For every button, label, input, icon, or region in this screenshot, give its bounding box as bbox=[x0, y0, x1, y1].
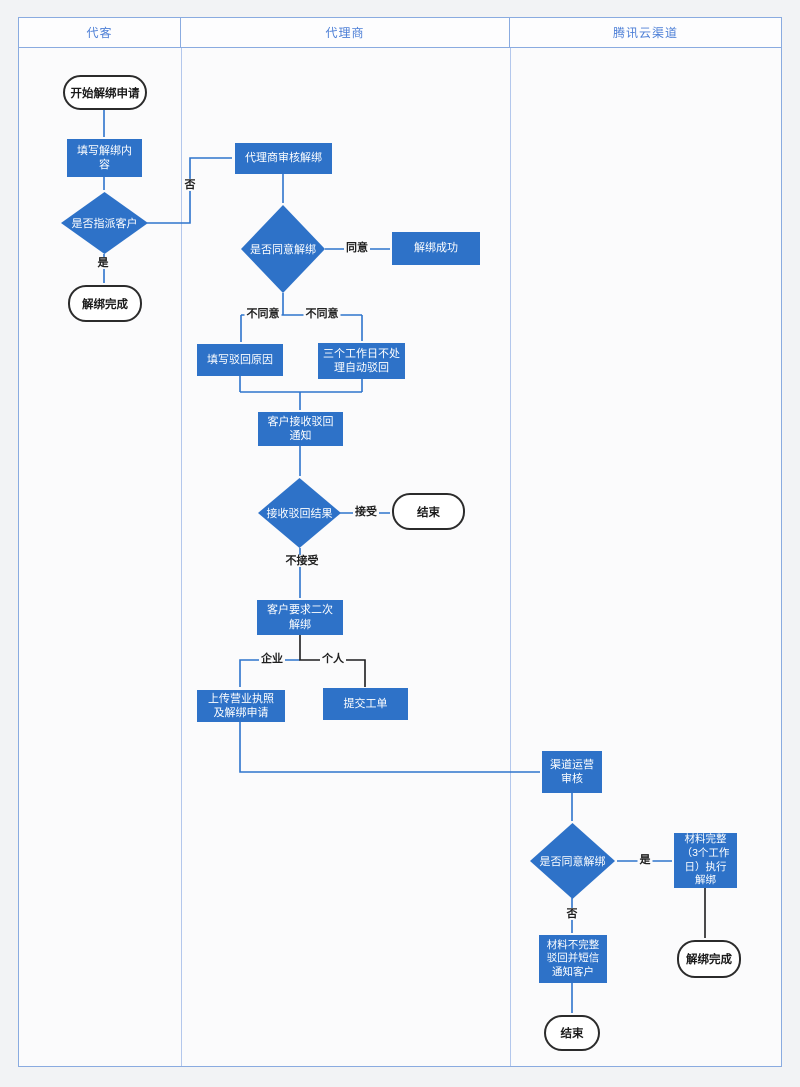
edge-label-yes-1: 是 bbox=[95, 256, 111, 270]
edge-label-personal: 个人 bbox=[320, 652, 346, 666]
node-end-terminator-1: 结束 bbox=[392, 493, 465, 530]
edge-label-not-accept: 不接受 bbox=[283, 554, 321, 568]
swimlane-frame: 代客 代理商 腾讯云渠道 bbox=[18, 17, 782, 1067]
edge-label-no-2: 否 bbox=[564, 907, 580, 921]
lane-header-tencent: 腾讯云渠道 bbox=[612, 26, 678, 40]
edge-label-enterprise: 企业 bbox=[259, 652, 285, 666]
node-end-terminator-2: 结束 bbox=[544, 1015, 600, 1051]
node-unbind-done-terminator-2: 解绑完成 bbox=[677, 940, 741, 978]
node-auto-reject: 三个工作日不处 理自动驳回 bbox=[318, 343, 405, 379]
edge-label-accept: 接受 bbox=[353, 505, 379, 519]
lane-header-agent: 代理商 bbox=[181, 18, 510, 47]
node-channel-review: 渠道运营 审核 bbox=[542, 751, 602, 793]
node-agent-review: 代理商审核解绑 bbox=[235, 143, 332, 174]
node-unbind-success: 解绑成功 bbox=[392, 232, 480, 265]
node-upload-license: 上传营业执照 及解绑申请 bbox=[197, 690, 285, 722]
lane-header-customer: 代客 bbox=[19, 18, 181, 47]
edge-label-agree: 同意 bbox=[344, 241, 370, 255]
node-unbind-done-terminator: 解绑完成 bbox=[68, 285, 142, 322]
swimlane-header: 代客 代理商 腾讯云渠道 bbox=[19, 18, 781, 48]
node-second-unbind-request: 客户要求二次 解绑 bbox=[257, 600, 343, 635]
node-start-terminator: 开始解绑申请 bbox=[63, 75, 147, 110]
node-fill-reject-reason: 填写驳回原因 bbox=[197, 344, 283, 376]
node-fill-unbind-content: 填写解绑内 容 bbox=[67, 139, 142, 177]
edge-label-disagree-right: 不同意 bbox=[303, 307, 341, 321]
node-submit-ticket: 提交工单 bbox=[323, 688, 408, 720]
node-receive-reject-notice: 客户接收驳回 通知 bbox=[258, 412, 343, 446]
node-material-incomplete: 材料不完整 驳回并短信 通知客户 bbox=[539, 935, 607, 983]
edge-label-yes-2: 是 bbox=[637, 853, 653, 867]
edge-label-disagree-left: 不同意 bbox=[244, 307, 282, 321]
node-material-complete: 材料完整 （3个工作 日）执行 解绑 bbox=[674, 833, 737, 888]
lane-divider-1 bbox=[181, 48, 182, 1066]
edge-label-no-1: 否 bbox=[182, 178, 198, 192]
lane-divider-2 bbox=[510, 48, 511, 1066]
